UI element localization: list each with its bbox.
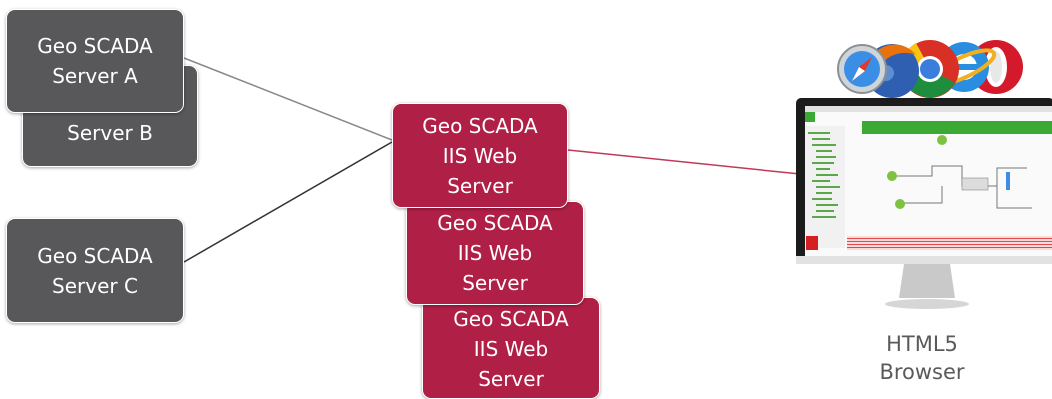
iis-web-server-1-line2: IIS Web: [442, 143, 518, 168]
iis-web-server-1-line3: Server: [447, 173, 513, 198]
browser-icons: [837, 40, 1023, 98]
server-a-label-line2: Server A: [52, 64, 138, 88]
iis-web-server-2: Geo SCADA IIS Web Server: [406, 201, 584, 305]
link-server-c-to-iis: [183, 141, 393, 263]
server-a-label-line1: Geo SCADA: [37, 34, 153, 58]
browser-caption-line2: Browser: [879, 360, 965, 384]
iis-web-server-2-line2: IIS Web: [457, 241, 533, 265]
server-c-box: Geo SCADA Server C: [6, 218, 184, 323]
iis-web-server-2-line1: Geo SCADA: [437, 211, 553, 235]
iis-web-server-1-line1: Geo SCADA: [422, 113, 538, 138]
safari-icon: [837, 44, 887, 94]
server-a-box: Geo SCADA Server A: [6, 9, 184, 113]
monitor-icon: [796, 98, 1052, 309]
iis-web-server-3-line1: Geo SCADA: [453, 307, 569, 331]
iis-web-server-3: Geo SCADA IIS Web Server: [422, 297, 600, 399]
iis-web-server-3-line2: IIS Web: [473, 337, 549, 361]
browser-caption: HTML5 Browser: [862, 330, 982, 386]
iis-web-server-2-line3: Server: [462, 271, 528, 295]
server-c-label-line1: Geo SCADA: [37, 243, 153, 268]
server-c-label-line2: Server C: [52, 273, 138, 298]
iis-web-server-1: Geo SCADA IIS Web Server: [392, 103, 568, 208]
link-iis-to-browser: [567, 149, 801, 175]
server-b-label: Server B: [67, 121, 153, 145]
browser-caption-line1: HTML5: [886, 332, 958, 356]
iis-web-server-3-line3: Server: [478, 367, 544, 391]
link-server-a-to-iis: [183, 57, 393, 141]
